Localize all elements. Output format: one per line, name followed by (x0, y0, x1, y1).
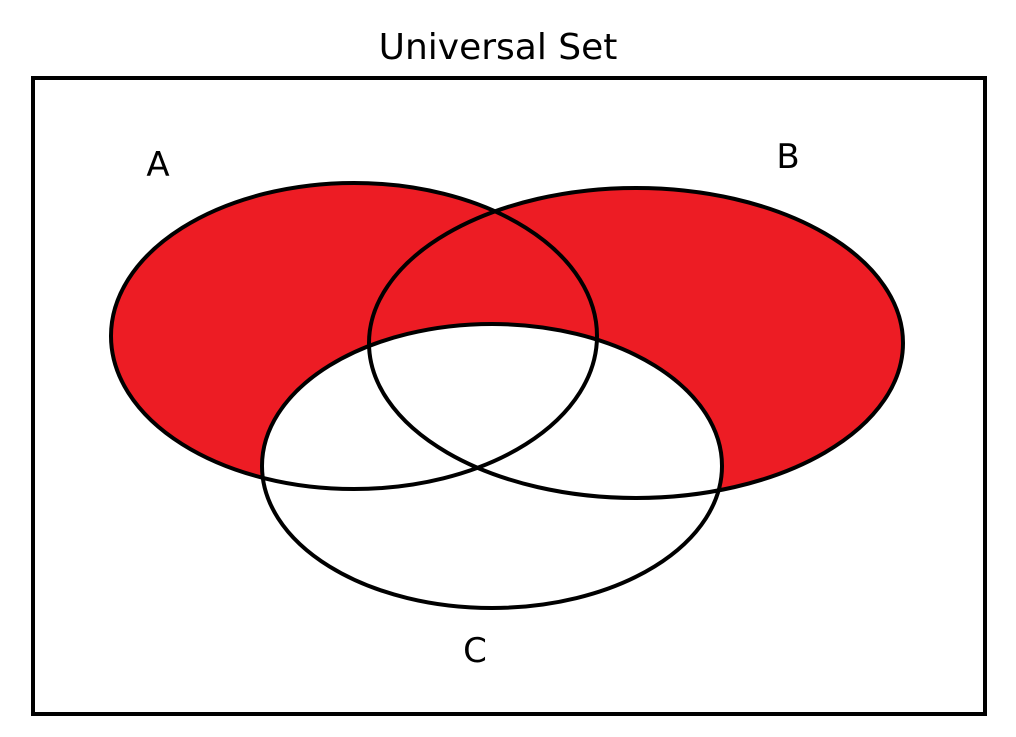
set-a-circle (109, 181, 599, 491)
set-b-circle (367, 186, 905, 500)
set-b-label: B (776, 137, 799, 177)
set-c-circle (260, 322, 724, 610)
set-c-label: C (463, 631, 487, 671)
shaded-region (111, 183, 903, 498)
diagram-title: Universal Set (379, 27, 618, 68)
set-b-fill (369, 188, 903, 498)
set-a-label: A (146, 145, 169, 185)
